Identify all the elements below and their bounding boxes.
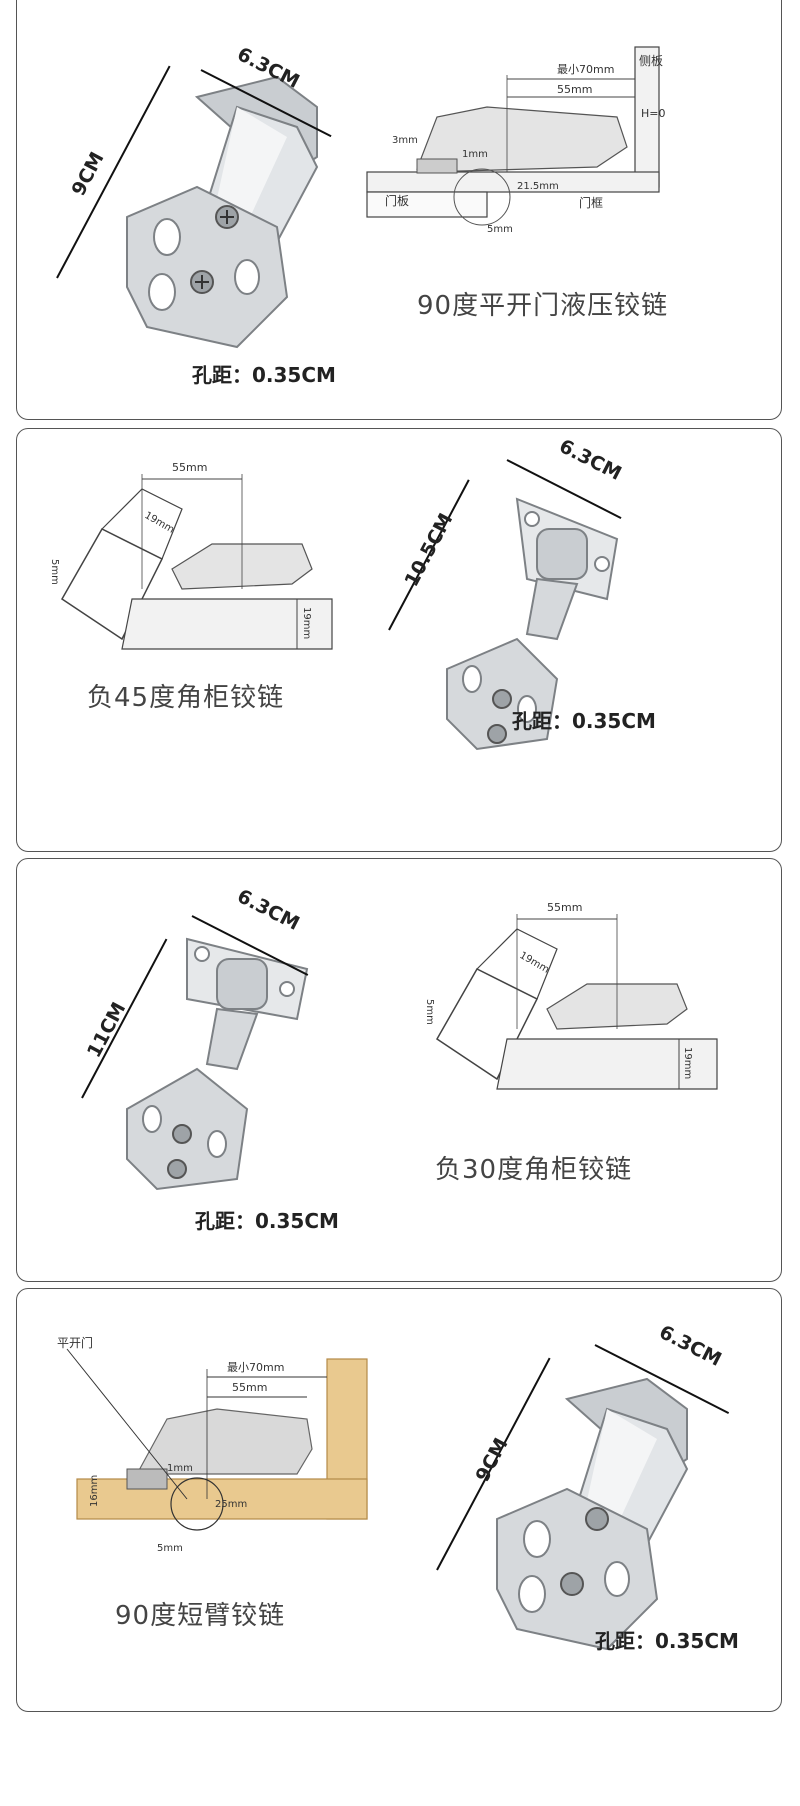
diagram-label: 门板 [385,193,409,208]
hinge-type-caption: 负45度角柜铰链 [87,683,285,713]
diagram-label: 19mm [682,1047,693,1079]
panel-90-degree-hydraulic-hinge: 6.3CM 9CM 孔距：0.35CM 最小70mm 55mm 侧板 H=0 3… [16,0,782,420]
hole-spacing-label: 孔距：0.35CM [595,1629,739,1653]
hole-spacing-label: 孔距：0.35CM [192,363,336,387]
diagram-label: 5mm [424,999,435,1025]
width-dimension-label: 6.3CM [555,435,625,485]
installation-diagram: 55mm 19mm 5mm 19mm [42,449,372,669]
diagram-label: 21.5mm [517,181,559,192]
diagram-label: 最小70mm [557,63,614,76]
panel-minus-30-degree-hinge: 6.3CM 11CM 孔距：0.35CM 55mm 19mm 5mm 19mm … [16,858,782,1282]
diagram-label: 55mm [557,83,592,96]
hinge-type-caption: 90度平开门液压铰链 [417,291,669,321]
diagram-label: 3mm [392,135,418,146]
diagram-label: 5mm [487,224,513,235]
hinge-type-caption: 负30度角柜铰链 [435,1155,633,1185]
diagram-label: 25mm [215,1499,247,1510]
width-dimension-label: 6.3CM [233,885,303,935]
panel-minus-45-degree-hinge: 55mm 19mm 5mm 19mm 负45度角柜铰链 6.3CM 10.5CM… [16,428,782,852]
diagram-label: 16mm [89,1475,100,1507]
diagram-label: 19mm [301,607,312,639]
diagram-label: 55mm [547,901,582,914]
diagram-label: 侧板 [639,54,663,68]
diagram-label: 1mm [167,1463,193,1474]
diagram-label: 1mm [462,149,488,160]
diagram-label: 5mm [157,1543,183,1554]
hinge-photo-straight [87,67,357,357]
hinge-photo-cranked [407,489,647,759]
installation-diagram: 55mm 19mm 5mm 19mm [417,889,757,1119]
hole-spacing-label: 孔距：0.35CM [195,1209,339,1233]
diagram-label: 5mm [49,559,60,585]
diagram-label: 门框 [579,195,603,210]
hinge-photo-straight [457,1369,727,1659]
diagram-label: 19mm [143,510,176,536]
panel-90-degree-short-arm-hinge: 平开门 最小70mm 55mm 1mm 16mm 25mm 5mm 90度短臂铰… [16,1288,782,1712]
diagram-label: 平开门 [57,1335,93,1350]
diagram-label: 55mm [172,461,207,474]
diagram-label: 19mm [518,950,551,976]
hole-spacing-label: 孔距：0.35CM [512,709,656,733]
installation-diagram: 最小70mm 55mm 侧板 H=0 3mm 1mm 门板 21.5mm 门框 … [366,46,767,237]
hinge-photo-cranked [107,929,347,1199]
width-dimension-label: 6.3CM [655,1321,725,1371]
diagram-label: 55mm [232,1381,267,1394]
installation-diagram: 平开门 最小70mm 55mm 1mm 16mm 25mm 5mm [57,1329,377,1579]
diagram-label: 最小70mm [227,1361,284,1374]
hinge-type-caption: 90度短臂铰链 [115,1601,286,1631]
diagram-label: H=0 [641,107,666,120]
